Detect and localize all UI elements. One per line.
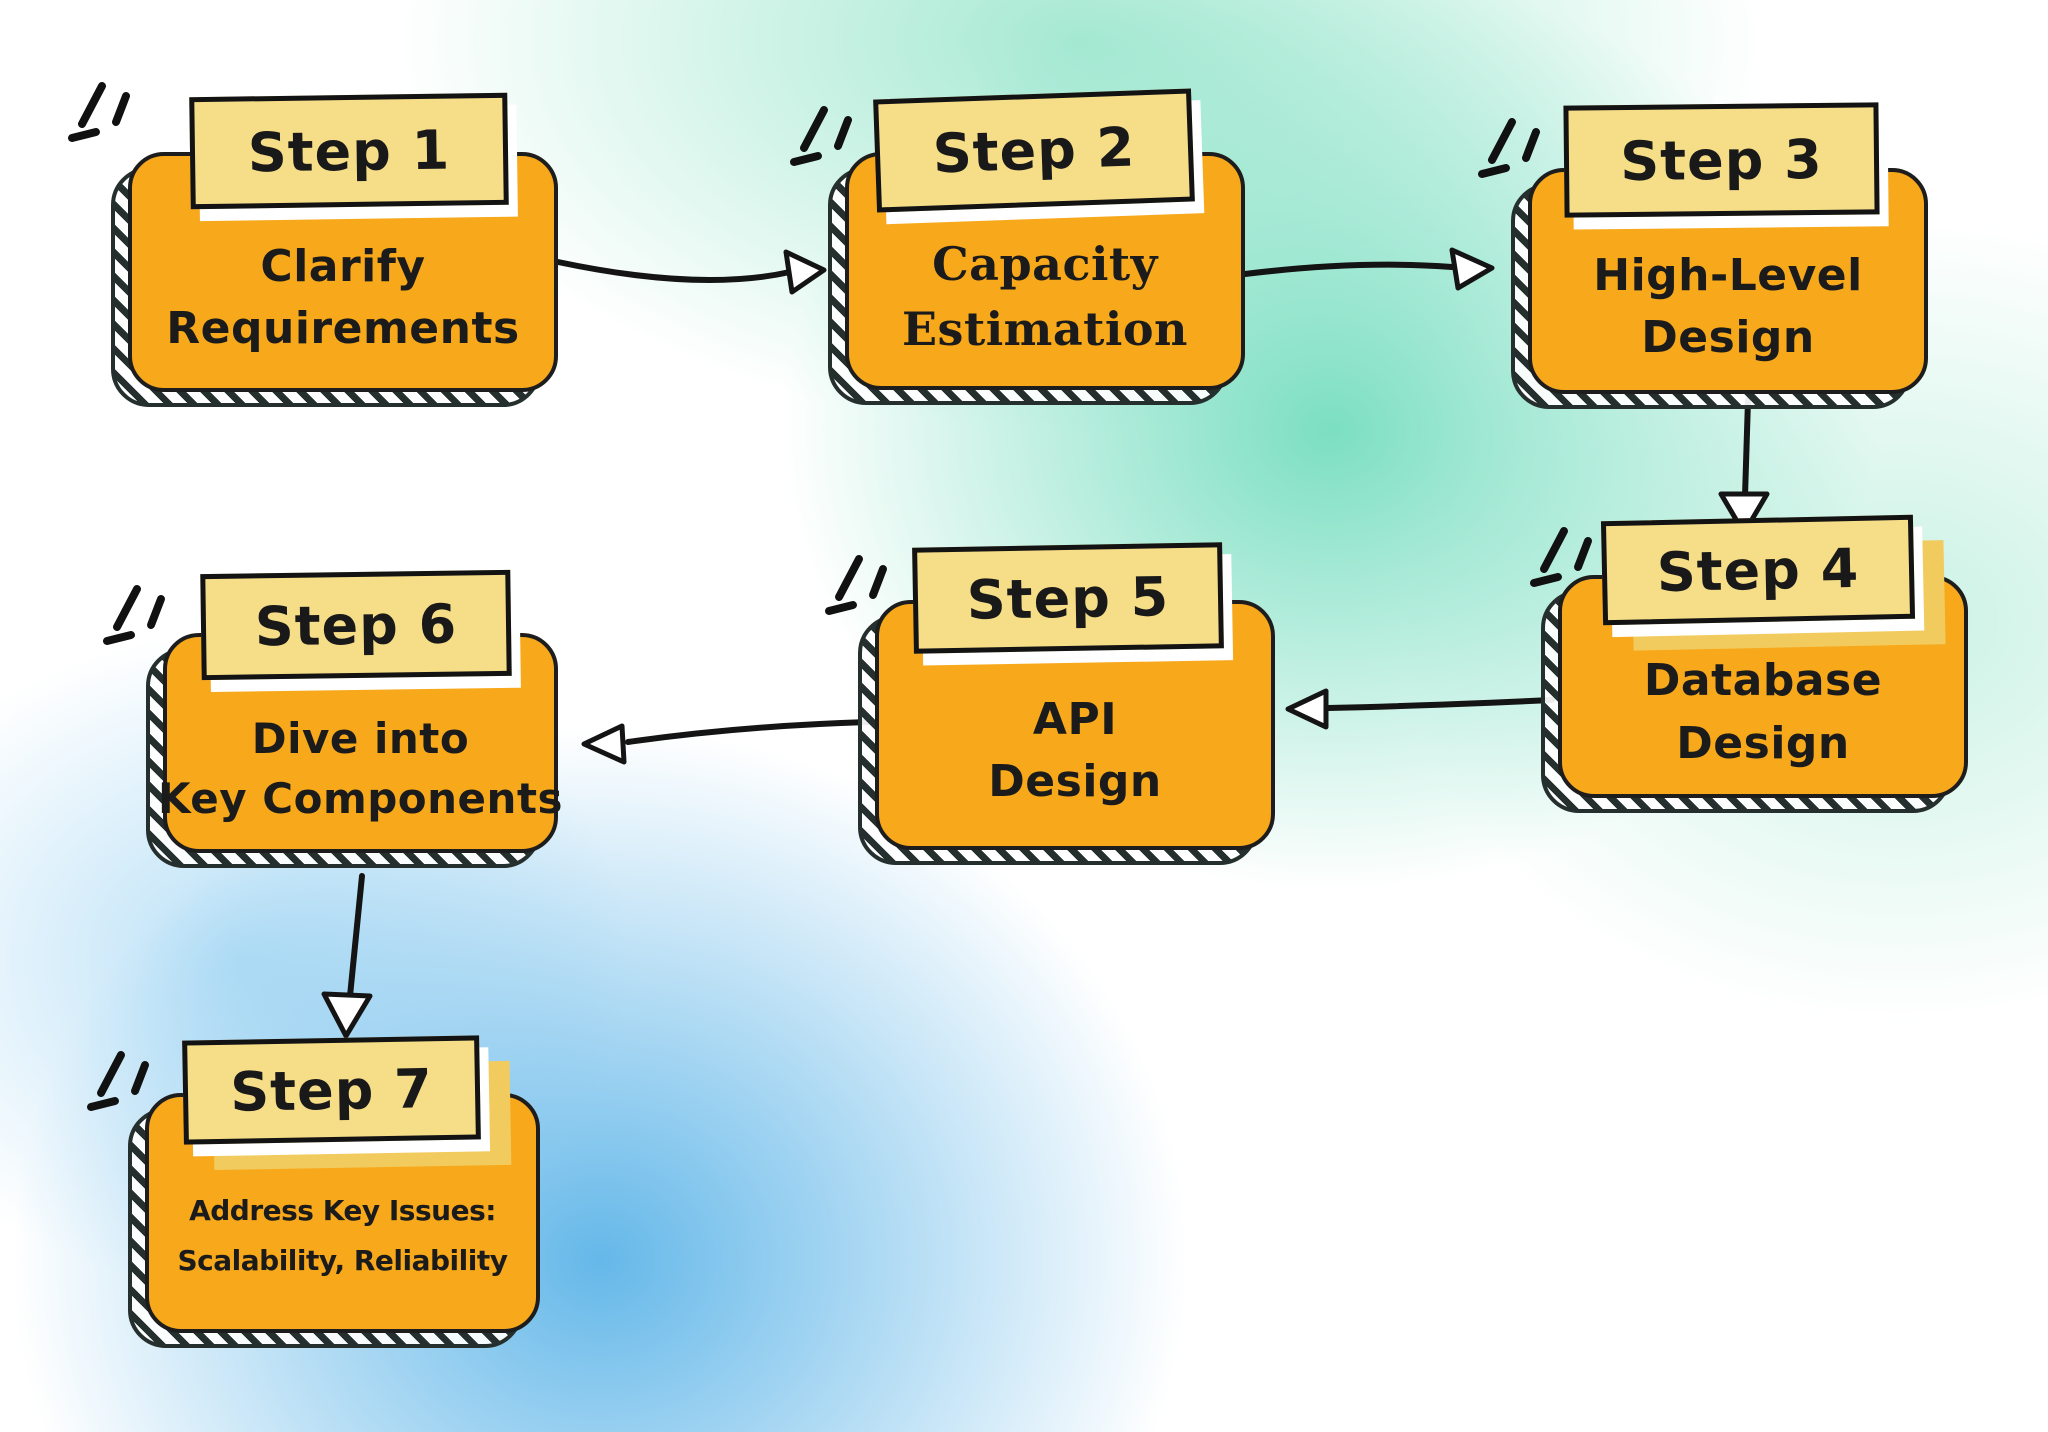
sparkle-icon [823, 553, 901, 631]
step-7-header: Step 7 [182, 1035, 481, 1145]
step-1-title-line-1: Clarify [260, 240, 426, 292]
step-1-header: Step 1 [189, 92, 509, 210]
step-7-title-line-2: Scalability, Reliability [177, 1244, 508, 1277]
step-6-label: Step 6 [254, 592, 458, 658]
step-4-title-line-2: Design [1676, 717, 1850, 769]
arrowhead-right-icon [1449, 247, 1495, 291]
arrowhead-left-icon [581, 723, 627, 765]
step-3-label: Step 3 [1619, 127, 1823, 193]
step-7-card: Address Key Issues: Scalability, Reliabi… [87, 1035, 540, 1348]
step-1-card: Clarify Requirements Step 1 [68, 82, 558, 407]
sparkle-icon [66, 80, 144, 158]
step-5-title-line-1: API [1032, 693, 1118, 745]
arrowhead-right-icon [783, 249, 827, 295]
step-3-card: High-Level Design Step 3 [1478, 102, 1928, 409]
arrow-step-2-to-step-3 [1242, 247, 1495, 291]
step-2-header: Step 2 [873, 88, 1195, 213]
arrow-step-1-to-step-2 [555, 249, 827, 295]
step-3-title-line-2: Design [1641, 312, 1815, 363]
arrow-step-3-to-step-4 [1718, 397, 1770, 536]
sparkle-icon [788, 104, 866, 182]
step-5-label: Step 5 [966, 564, 1170, 632]
step-5-title-line-2: Design [988, 756, 1162, 807]
step-1-title-line-2: Requirements [166, 303, 520, 354]
step-3-title-line-1: High-Level [1593, 249, 1863, 301]
arrow-step-4-to-step-5 [1285, 688, 1555, 730]
arrow-step-5-to-step-6 [581, 719, 871, 765]
sparkle-icon [1476, 116, 1554, 194]
step-3-header: Step 3 [1563, 102, 1880, 218]
step-7-title-line-1: Address Key Issues: [189, 1193, 496, 1227]
step-6-title-line-2: Key Components [158, 774, 564, 823]
step-6-title-line-1: Dive into [251, 714, 470, 764]
arrow-step-6-to-step-7 [321, 873, 373, 1039]
step-5-card: API Design Step 5 [825, 542, 1275, 865]
step-6-header: Step 6 [200, 569, 512, 681]
sparkle-icon [85, 1049, 163, 1127]
sparkle-icon [101, 583, 179, 661]
step-4-title-line-1: Database [1643, 655, 1883, 707]
step-6-card: Dive into Key Components Step 6 [103, 569, 563, 868]
step-1-label: Step 1 [247, 118, 451, 184]
arrowhead-left-icon [1285, 688, 1329, 730]
step-4-label: Step 4 [1656, 536, 1860, 604]
step-2-title-line-1: Capacity [932, 236, 1158, 291]
arrowhead-down-icon [1718, 491, 1770, 536]
step-5-header: Step 5 [912, 542, 1224, 654]
step-2-title-line-2: Estimation [901, 302, 1188, 356]
sparkle-icon [1528, 525, 1606, 603]
step-4-header: Step 4 [1600, 514, 1916, 626]
step-7-label: Step 7 [229, 1056, 434, 1124]
arrowhead-down-icon [321, 991, 373, 1039]
step-4-card: Database Design Step 4 [1530, 514, 1968, 813]
step-2-card: Capacity Estimation Step 2 [790, 88, 1245, 405]
step-2-label: Step 2 [931, 115, 1137, 186]
